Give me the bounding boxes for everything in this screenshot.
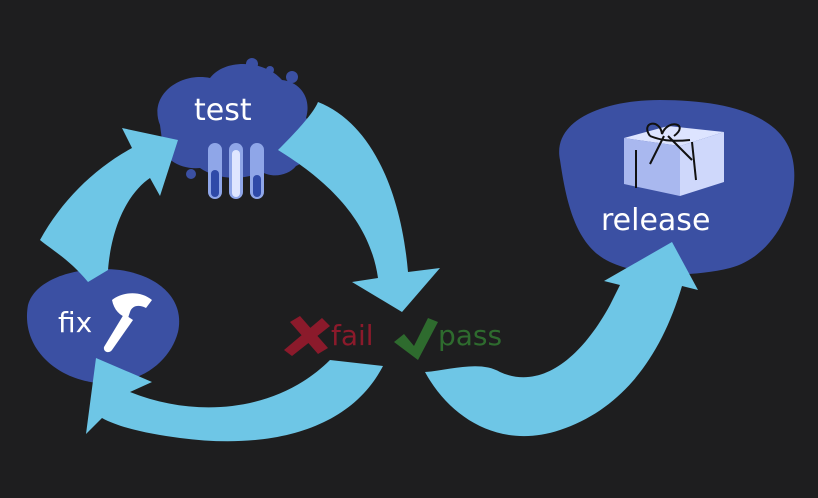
- cross-icon: [284, 316, 330, 356]
- test-label: test: [194, 93, 252, 128]
- arrows: [40, 102, 698, 442]
- arrow-pass-to-release: [425, 242, 698, 437]
- hammer-icon: [103, 293, 152, 353]
- fail-label: fail: [331, 319, 374, 352]
- check-icon: [394, 318, 438, 360]
- arrow-test-to-outcome: [278, 102, 440, 312]
- arrow-fix-to-test: [40, 128, 178, 282]
- pass-label: pass: [438, 319, 502, 352]
- arrow-outcome-to-fix: [86, 358, 383, 442]
- test-tubes-icon: [208, 143, 264, 199]
- test-node: [157, 58, 315, 179]
- test-cloud-shape: [157, 63, 315, 178]
- bubble: [266, 66, 274, 74]
- gift-box-icon: [624, 122, 724, 196]
- bubble: [246, 58, 258, 70]
- fix-label: fix: [58, 306, 92, 339]
- bubble: [286, 71, 298, 83]
- release-label: release: [601, 203, 710, 238]
- bubble: [186, 169, 196, 179]
